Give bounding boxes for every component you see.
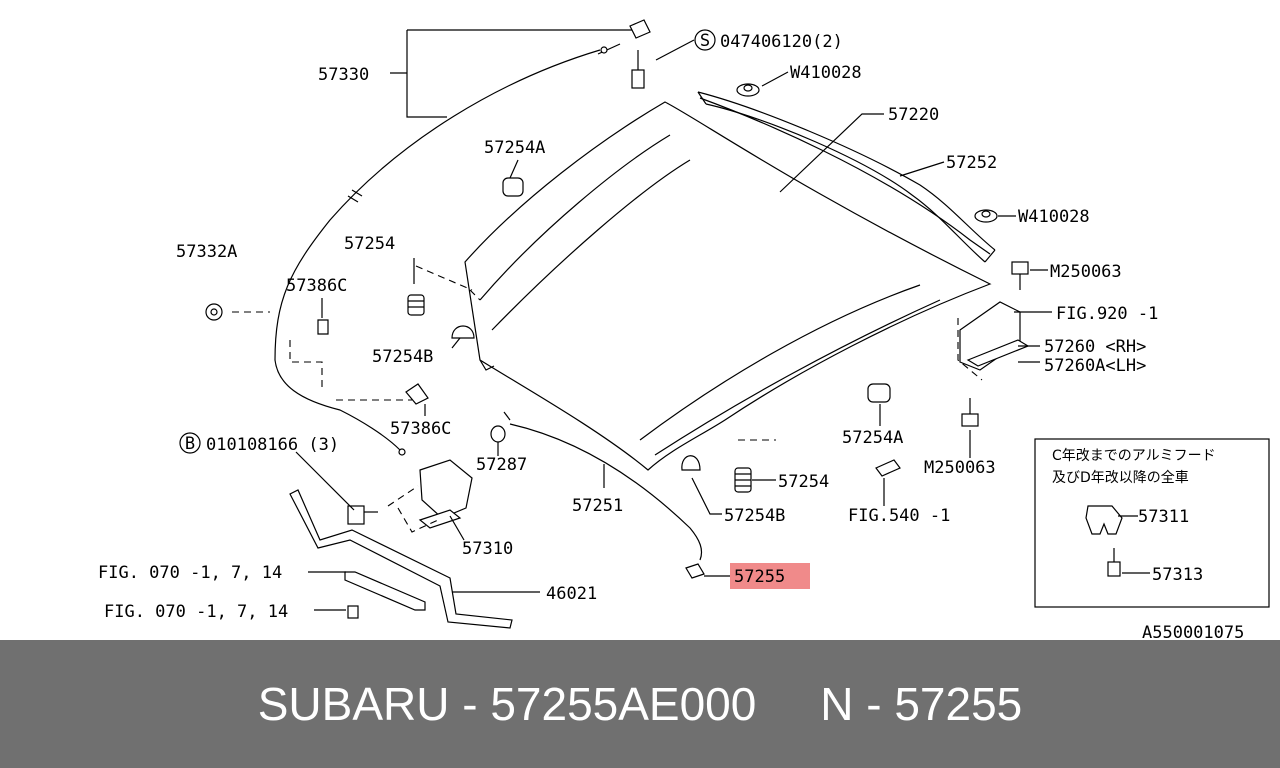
label-57254-top: 57254: [344, 234, 395, 254]
label-fig070-lower: FIG. 070 -1, 7, 14: [104, 602, 288, 622]
bolt-m250063-a: [1011, 261, 1029, 290]
weatherstrip: [697, 91, 996, 263]
footer-part-number: SUBARU - 57255AE000 N - 57255: [257, 678, 1023, 730]
label-fig070-upper: FIG. 070 -1, 7, 14: [98, 563, 282, 583]
label-fig540: FIG.540 -1: [848, 506, 950, 526]
inset-label-57313: 57313: [1152, 565, 1203, 585]
inset-bracket-57311: [1085, 505, 1123, 535]
label-57220: 57220: [888, 105, 939, 125]
bumper-57254B-lower: [681, 455, 701, 471]
label-57287: 57287: [476, 455, 527, 475]
bumper-57254-lower: [734, 467, 752, 493]
label-57386c-bottom: 57386C: [390, 419, 451, 439]
hood-hinge: [959, 301, 1030, 371]
inset-note-line1: C年改までのアルミフード: [1052, 448, 1216, 464]
inset-label-57311: 57311: [1138, 507, 1189, 527]
inset-note-line2: 及びD年改以降の全車: [1052, 469, 1189, 486]
label-57332a: 57332A: [176, 242, 237, 262]
circle-s-text: S: [700, 31, 710, 51]
hood-bumper-57254: [407, 294, 425, 316]
label-57255: 57255: [734, 567, 785, 587]
leader-57330: [390, 29, 640, 118]
footer-bar: SUBARU - 57255AE000 N - 57255: [0, 640, 1280, 768]
label-047406120: 047406120(2): [720, 32, 843, 52]
diagram-reference-number: A550001075: [1142, 623, 1244, 640]
release-cable: [274, 43, 621, 456]
label-m250063-bottom: M250063: [924, 458, 996, 478]
label-57386c-top: 57386C: [286, 276, 347, 296]
hood-stay-57251: [503, 411, 703, 561]
clip-fig540: [875, 459, 901, 477]
label-w410028-b: W410028: [1018, 207, 1090, 227]
hood-lock-57310: [418, 459, 473, 529]
hood-stop-57254A: [502, 177, 524, 197]
circle-marker-b: B: [179, 432, 201, 454]
bolt-m250063-b: [961, 398, 979, 427]
leaders: [295, 39, 1052, 611]
label-57254a-bottom: 57254A: [842, 428, 903, 448]
label-m250063-top: M250063: [1050, 262, 1122, 282]
label-57260: 57260 <RH>: [1044, 337, 1146, 357]
parts-diagram: S B 57330 047406120(2) W410028 57220 572…: [98, 19, 1270, 640]
circle-marker-s: S: [694, 29, 716, 51]
inset-screw-57313: [1107, 548, 1121, 577]
label-57260a: 57260A<LH>: [1044, 356, 1146, 376]
hood-panel: [464, 97, 992, 471]
screw-047406120: [629, 19, 651, 89]
clip-57386C: [317, 319, 429, 405]
grommet-57287: [490, 425, 506, 443]
label-57254b-top: 57254B: [372, 347, 433, 367]
label-57310: 57310: [462, 539, 513, 559]
label-57251: 57251: [572, 496, 623, 516]
label-57254-bottom: 57254: [778, 472, 829, 492]
stop-57254A-lower: [867, 383, 891, 403]
circle-b-text: B: [185, 434, 195, 454]
label-57254a-top: 57254A: [484, 138, 545, 158]
washer-w410028-a: [736, 83, 760, 97]
clip-57255: [685, 563, 705, 579]
hood-stop-57254B: [451, 325, 475, 339]
grommet-57332A: [205, 303, 223, 321]
label-46021: 46021: [546, 584, 597, 604]
guide-lines: [232, 265, 983, 533]
label-010108166: 010108166 (3): [206, 435, 339, 455]
bolt-010108166: [347, 505, 378, 525]
label-57252: 57252: [946, 153, 997, 173]
label-w410028-a: W410028: [790, 63, 862, 83]
label-57330: 57330: [318, 65, 369, 85]
inset-box: C年改までのアルミフード 及びD年改以降の全車 57311 57313: [1034, 438, 1270, 608]
washer-w410028-b: [974, 209, 998, 223]
label-fig920: FIG.920 -1: [1056, 304, 1158, 324]
panel-46021: [289, 489, 513, 629]
highlight-57255: [730, 563, 810, 589]
label-57254b-bottom: 57254B: [724, 506, 785, 526]
